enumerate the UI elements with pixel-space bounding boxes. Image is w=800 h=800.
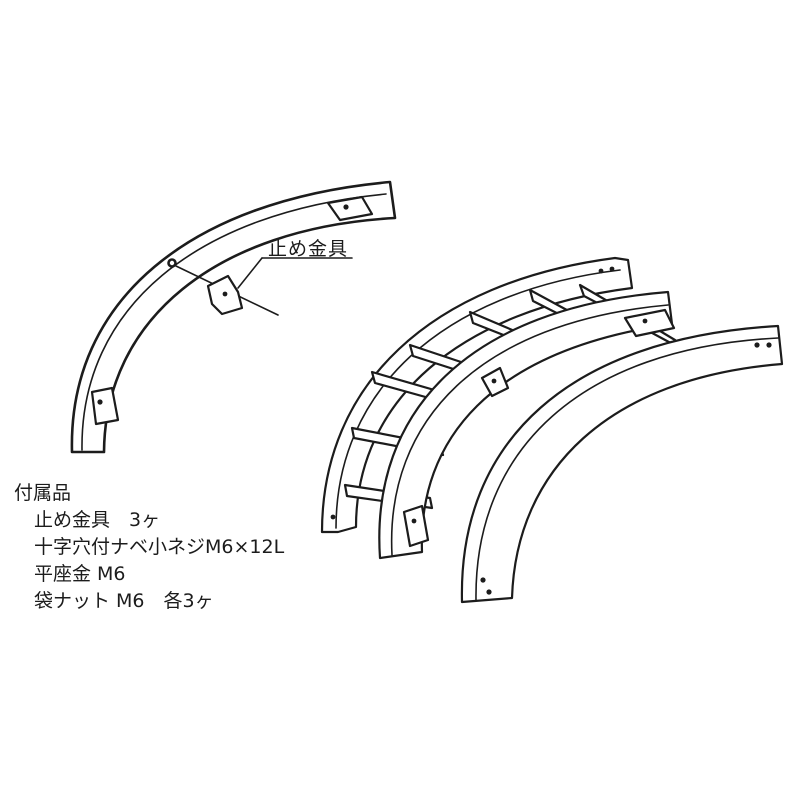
callout-leader [237, 257, 353, 289]
separator-bracket-middle [480, 366, 510, 398]
accessory-item: 十字穴付ナベ小ネジM6×12L [34, 536, 285, 558]
separator-bracket-bottom [402, 504, 430, 548]
accessories-heading: 付属品 [14, 482, 72, 504]
accessories-list: 付属品 止め金具 3ヶ 十字穴付ナベ小ネジM6×12L 平座金 M6 袋ナット … [14, 480, 284, 615]
single-side-rail [70, 180, 397, 454]
rail-end-bracket-bottom [90, 386, 120, 426]
stop-bracket-exploded [167, 258, 279, 316]
accessory-item: 袋ナット M6 各3ヶ [34, 590, 214, 612]
callout-label-stop-bracket: 止め金具 [268, 238, 349, 260]
inner-side-rail [460, 324, 784, 604]
rail-end-bracket-top [326, 195, 374, 222]
separator-bracket-top [623, 308, 676, 338]
accessory-item: 止め金具 3ヶ [34, 509, 161, 531]
accessory-item: 平座金 M6 [34, 563, 126, 585]
